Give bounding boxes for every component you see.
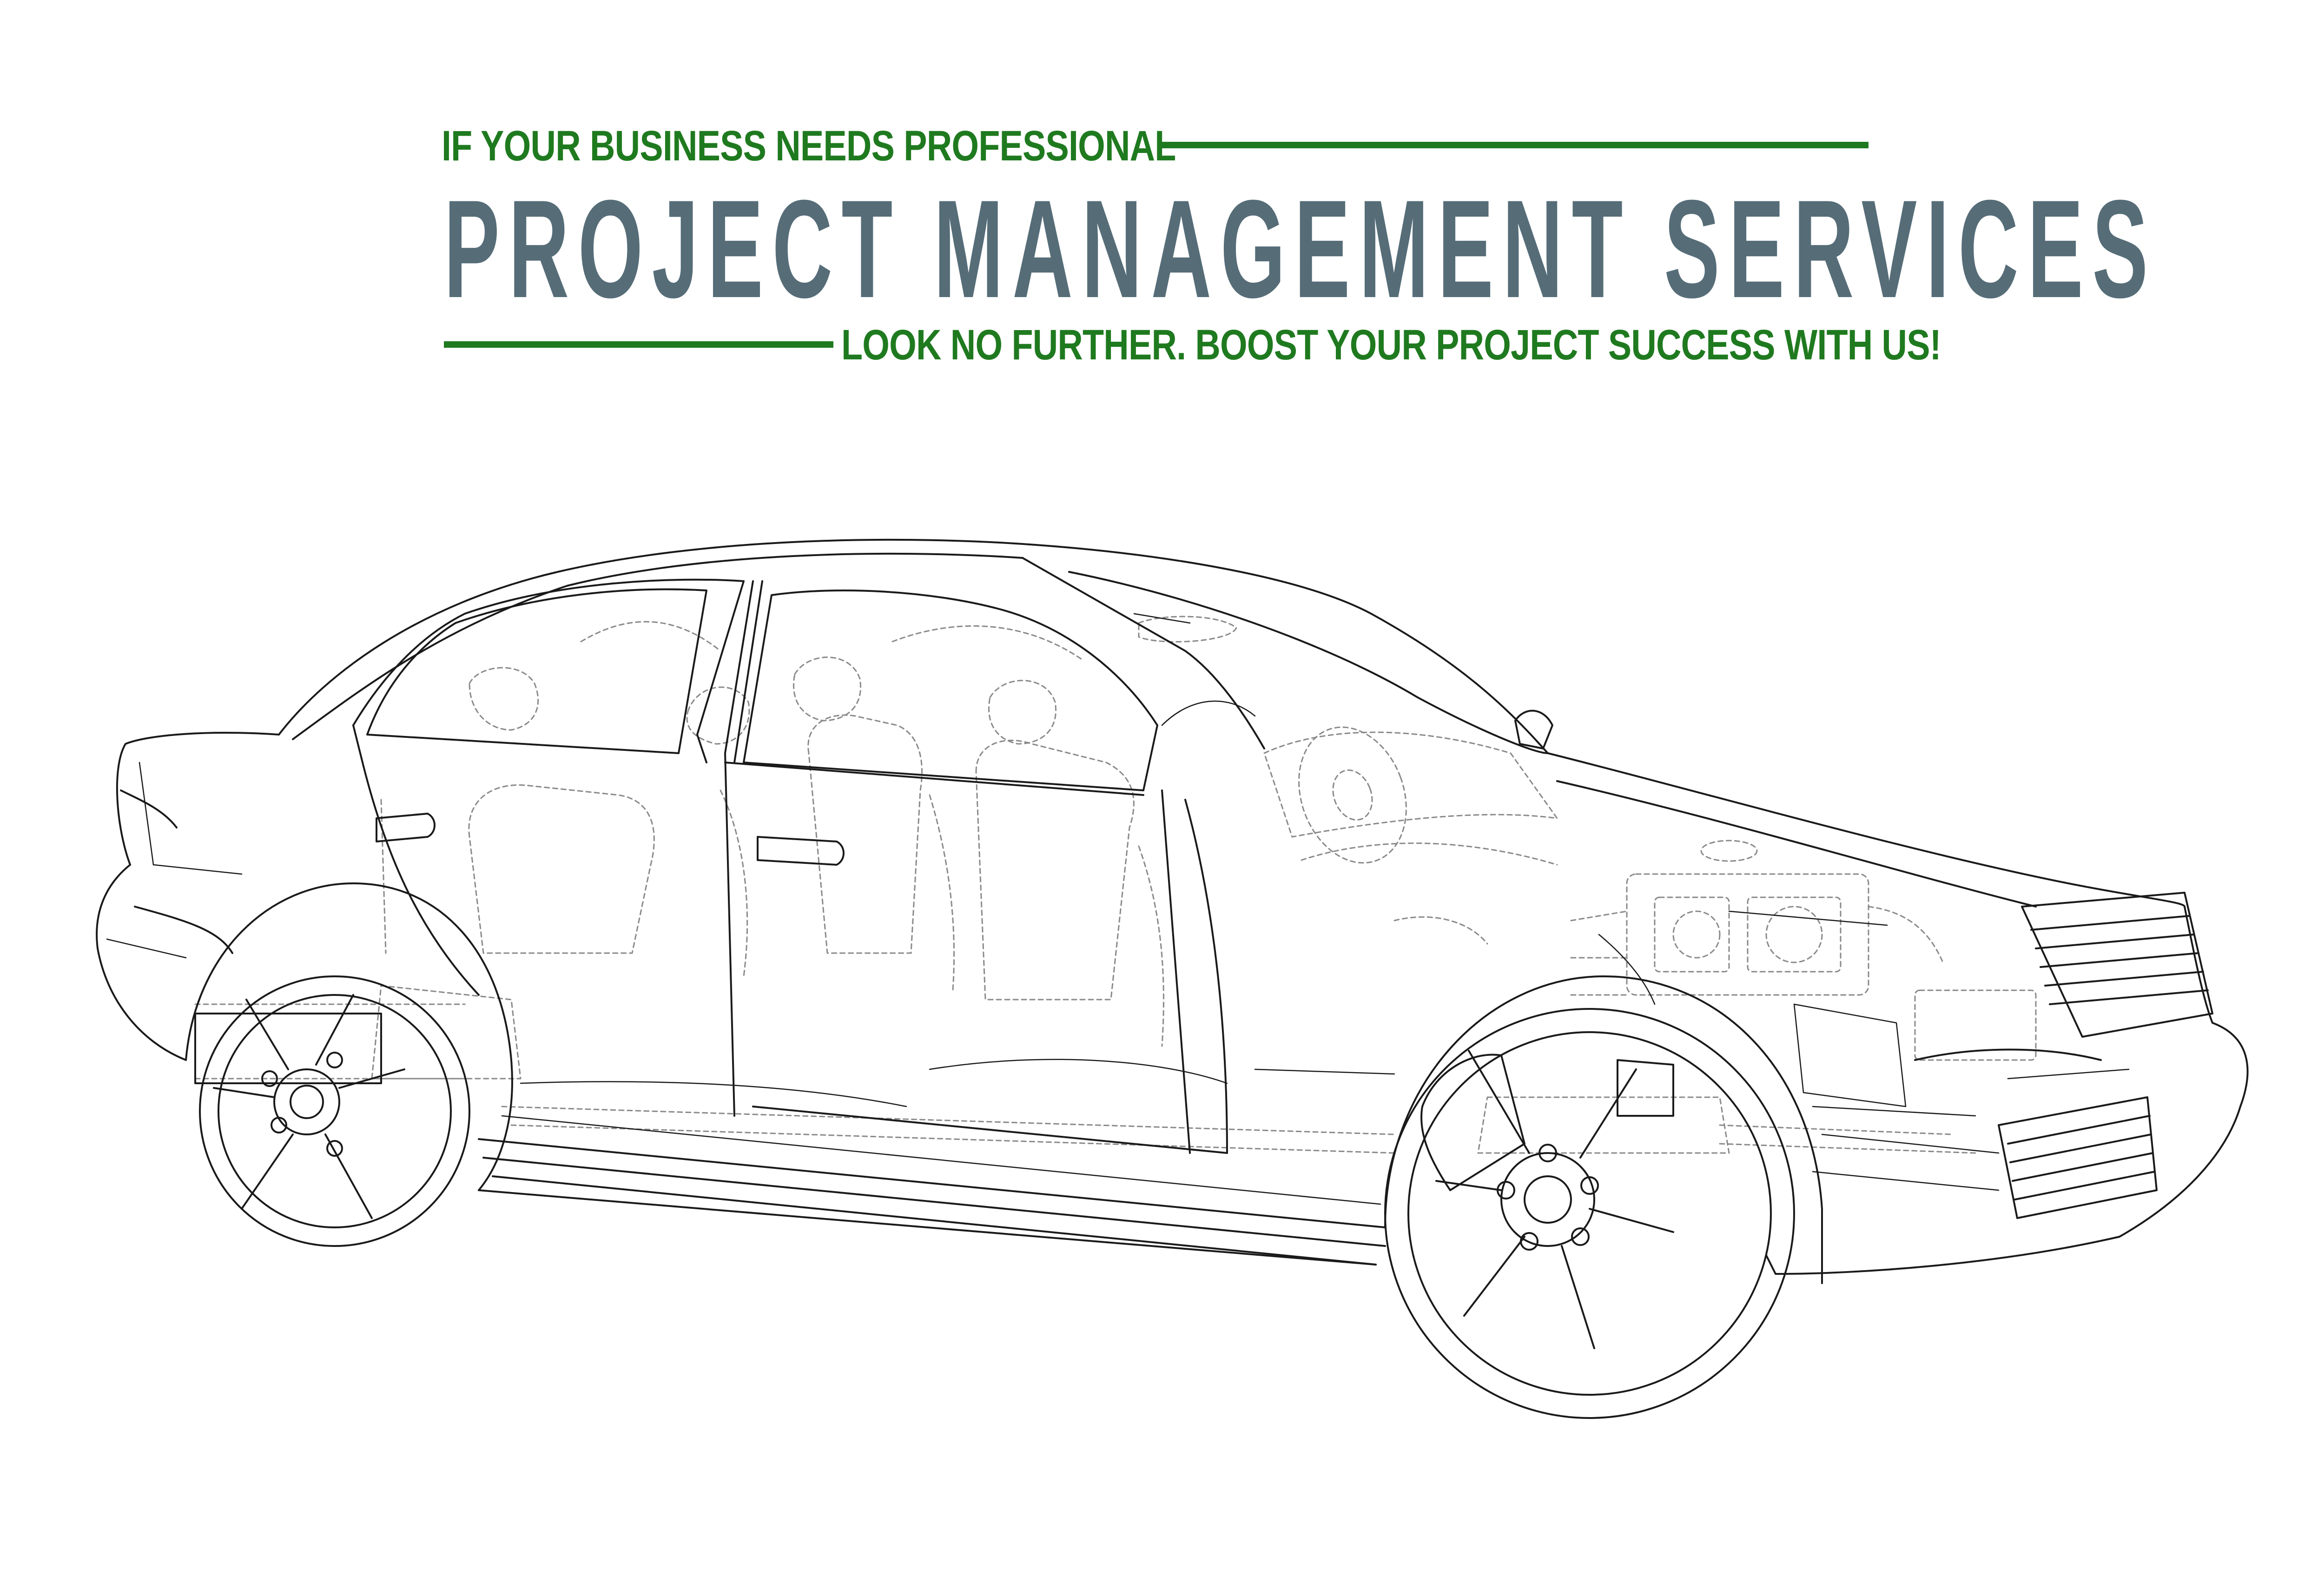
car-body-outline [96,538,2249,1419]
car-structure-details [106,613,2130,1205]
top-rule-divider [1162,142,1868,148]
bottom-rule-divider [444,341,833,348]
banner-headline: PROJECT MANAGEMENT SERVICES [444,171,2157,327]
car-hidden-details [194,616,2037,1154]
promo-banner: IF YOUR BUSINESS NEEDS PROFESSIONAL PROJ… [0,0,2324,418]
banner-top-text: IF YOUR BUSINESS NEEDS PROFESSIONAL [442,122,1176,170]
banner-bottom-text: LOOK NO FURTHER. BOOST YOUR PROJECT SUCC… [841,321,1941,369]
